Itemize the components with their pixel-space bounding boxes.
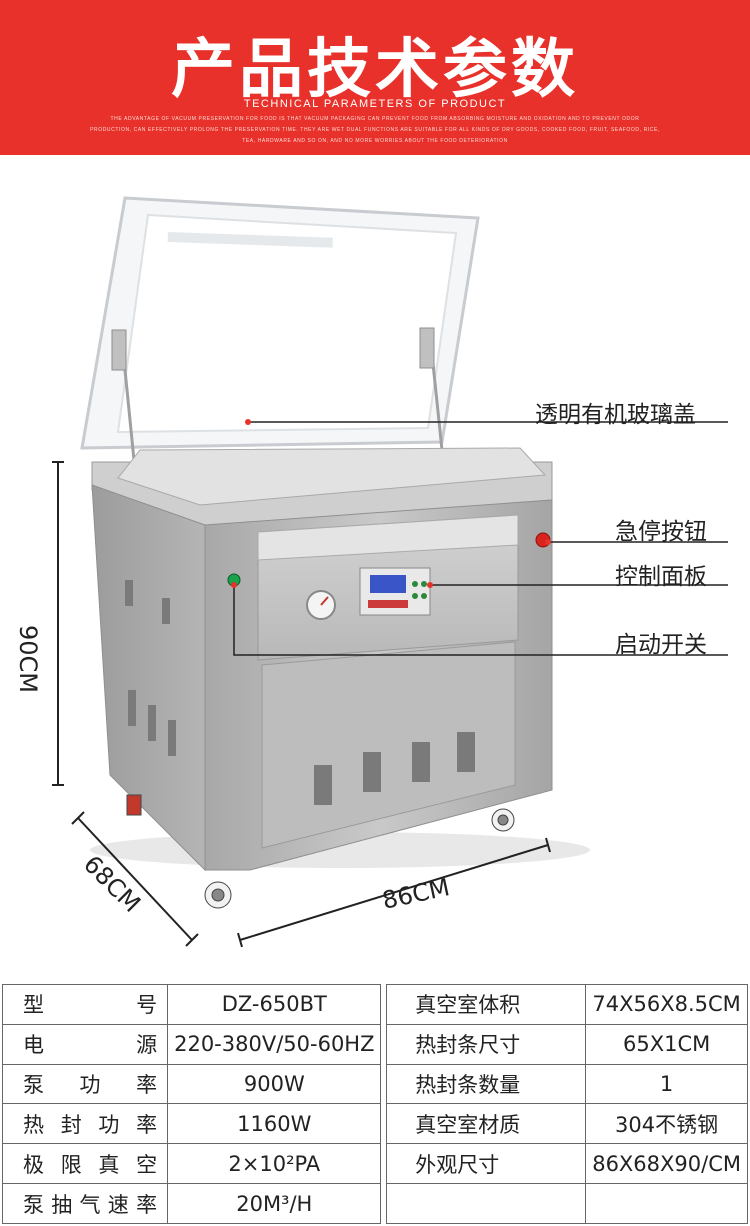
spec-label-2: 真空室材质 [386,1103,587,1145]
spec-label: 热封功率 [1,1103,169,1145]
spec-value: 1160W [167,1103,382,1145]
spec-label-2: 热封条数量 [386,1063,587,1105]
spec-label: 泵功率 [1,1063,169,1105]
spec-value: 20M³/H [167,1183,382,1224]
spec-label-2: 热封条尺寸 [386,1023,587,1065]
callout-start-switch: 启动开关 [615,632,707,658]
spec-label: 型号 [1,984,169,1025]
spec-label: 电源 [1,1023,169,1065]
spec-value-2: 304不锈钢 [585,1103,748,1145]
spec-value-2: 86X68X90/CM [585,1143,748,1185]
banner-description: THE ADVANTAGE OF VACUUM PRESERVATION FOR… [90,116,660,144]
page-title: 产品技术参数 [171,33,579,107]
page-subtitle: TECHNICAL PARAMETERS OF PRODUCT [243,98,507,110]
spec-value-2: 1 [585,1063,748,1105]
callout-emergency-stop: 急停按钮 [615,519,707,545]
dimension-height: 90CM [14,625,42,694]
vacuum-machine-drawing [52,196,728,948]
callout-lid: 透明有机玻璃盖 [535,402,696,428]
header-banner: 产品技术参数 TECHNICAL PARAMETERS OF PRODUCT T… [0,0,750,155]
spec-label-2: 真空室体积 [386,984,587,1025]
spec-label: 泵抽气速率 [1,1183,169,1224]
spec-value: 2×10²PA [167,1143,382,1185]
spec-label-2: 外观尺寸 [386,1143,587,1185]
product-illustration: 透明有机玻璃盖 急停按钮 控制面板 启动开关 90CM 68CM 86CM [0,155,750,970]
spec-value: 220-380V/50-60HZ [167,1023,382,1065]
spec-value-2: 74X56X8.5CM [585,984,748,1025]
spec-label: 极限真空 [1,1143,169,1185]
spec-label-2 [386,1183,587,1224]
spec-value: DZ-650BT [167,984,382,1025]
spec-value: 900W [167,1063,382,1105]
spec-value-2 [585,1183,748,1224]
spec-value-2: 65X1CM [585,1023,748,1065]
callout-control-panel: 控制面板 [615,564,707,590]
